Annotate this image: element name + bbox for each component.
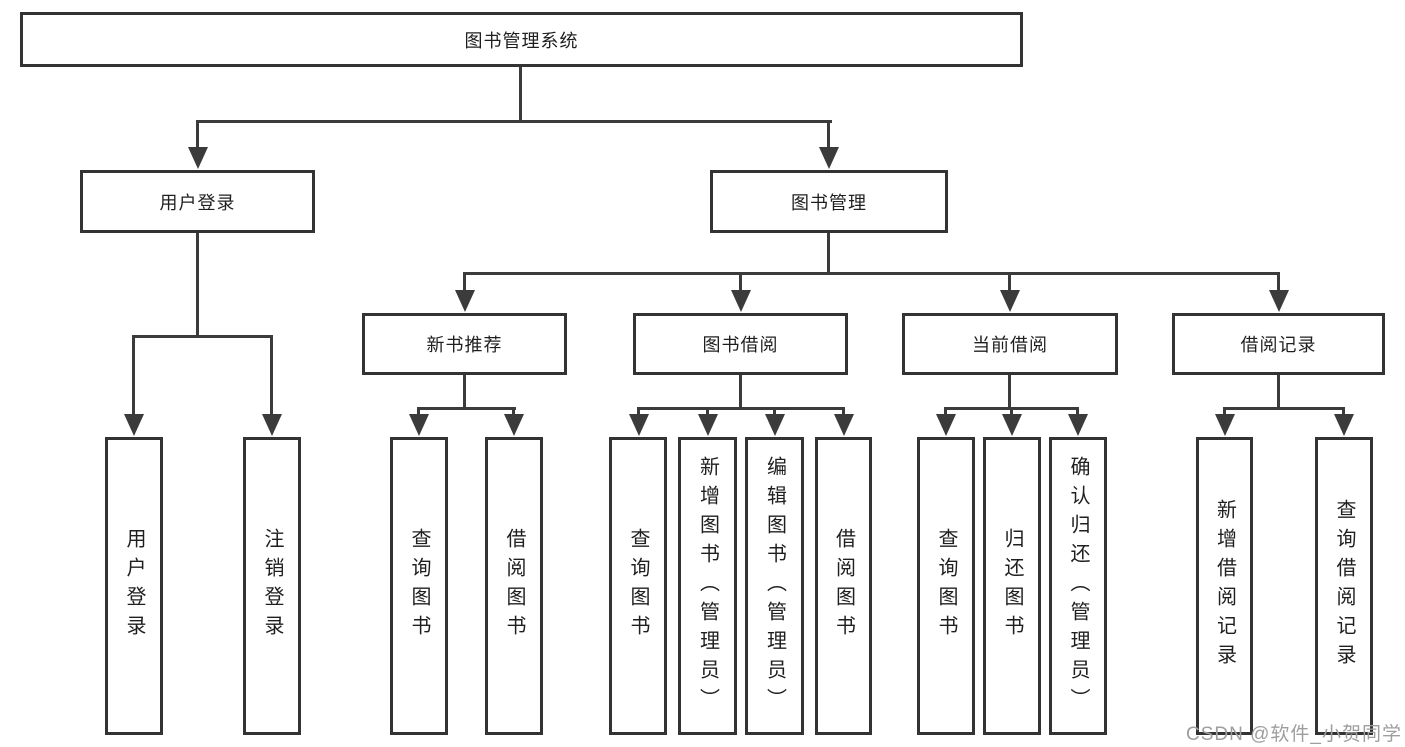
leaf-edit-books-admin: 编辑图书（管理员） [745, 437, 804, 735]
leaf-label: 新增图书（管理员） [696, 455, 719, 717]
connector-current-borrow-stem [1008, 373, 1011, 410]
leaf-label: 新增借阅记录 [1213, 499, 1236, 673]
arrow-down-icon [765, 407, 785, 436]
leaf-label: 借阅图书 [503, 528, 525, 644]
leaf-user-login: 用户登录 [105, 437, 163, 735]
connector-root-stem [519, 67, 522, 123]
leaf-add-books-admin: 新增图书（管理员） [678, 437, 737, 735]
leaf-borrow-books-borrowing: 借阅图书 [815, 437, 872, 735]
node-label: 图书管理 [791, 192, 867, 213]
arrow-down-icon [731, 272, 751, 312]
connector-book-borrow-rail [637, 407, 844, 410]
leaf-query-books-recommend: 查询图书 [390, 437, 448, 735]
connector-records-stem [1277, 373, 1280, 410]
node-book-management-group: 图书管理 [710, 170, 948, 233]
arrow-down-icon [504, 407, 524, 436]
node-new-book-recommend: 新书推荐 [362, 313, 567, 375]
node-label: 借阅记录 [1240, 335, 1317, 355]
leaf-label: 确认归还（管理员） [1067, 455, 1089, 717]
arrow-down-icon [1334, 407, 1354, 436]
connector-level3-rail [463, 272, 1279, 275]
leaf-add-borrow-record: 新增借阅记录 [1196, 437, 1253, 735]
arrow-down-icon [1000, 272, 1020, 312]
node-label: 用户登录 [159, 192, 236, 213]
arrow-down-icon [819, 120, 839, 169]
connector-new-book-stem [463, 373, 466, 410]
leaf-query-books-current: 查询图书 [917, 437, 975, 735]
watermark: CSDN @软件_小贺同学 [1186, 724, 1402, 745]
leaf-logout: 注销登录 [243, 437, 301, 735]
leaf-query-borrow-record: 查询借阅记录 [1315, 437, 1373, 735]
arrow-down-icon [1002, 407, 1022, 436]
node-book-management-system: 图书管理系统 [20, 12, 1023, 67]
arrow-down-icon [124, 335, 144, 436]
leaf-label: 查询图书 [935, 528, 957, 644]
arrow-down-icon [1269, 272, 1289, 312]
arrow-down-icon [936, 407, 956, 436]
node-label: 图书管理系统 [464, 30, 579, 51]
node-label: 新书推荐 [426, 335, 503, 355]
node-current-borrowing: 当前借阅 [902, 313, 1118, 375]
arrow-down-icon [1068, 407, 1088, 436]
node-borrowing-records: 借阅记录 [1172, 313, 1385, 375]
connector-book-borrow-stem [739, 373, 742, 410]
arrow-down-icon [698, 407, 718, 436]
connector-new-book-rail [417, 407, 516, 410]
node-book-borrowing: 图书借阅 [633, 313, 848, 375]
leaf-borrow-books-recommend: 借阅图书 [485, 437, 543, 735]
node-label: 当前借阅 [972, 335, 1048, 355]
leaf-query-books-borrowing: 查询图书 [609, 437, 667, 735]
arrow-down-icon [629, 407, 649, 436]
connector-level2-rail [197, 120, 832, 123]
leaf-label: 查询图书 [408, 528, 430, 644]
leaf-label: 用户登录 [123, 528, 145, 644]
arrow-down-icon [409, 407, 429, 436]
arrow-down-icon [188, 120, 208, 169]
leaf-label: 查询图书 [627, 528, 649, 644]
leaf-confirm-return-admin: 确认归还（管理员） [1049, 437, 1107, 735]
arrow-down-icon [834, 407, 854, 436]
leaf-return-books: 归还图书 [983, 437, 1041, 735]
leaf-label: 归还图书 [1001, 528, 1023, 644]
leaf-label: 注销登录 [261, 528, 283, 644]
arrow-down-icon [1215, 407, 1235, 436]
leaf-label: 查询借阅记录 [1333, 499, 1355, 673]
connector-user-login-stem [196, 230, 199, 337]
leaf-label: 编辑图书（管理员） [763, 455, 786, 717]
arrow-down-icon [455, 272, 475, 312]
node-user-login-group: 用户登录 [80, 170, 315, 233]
leaf-label: 借阅图书 [832, 528, 855, 644]
connector-user-login-rail [132, 335, 273, 338]
connector-records-rail [1223, 407, 1344, 410]
arrow-down-icon [262, 335, 282, 436]
connector-book-mgmt-stem [827, 230, 830, 275]
node-label: 图书借阅 [702, 335, 779, 355]
